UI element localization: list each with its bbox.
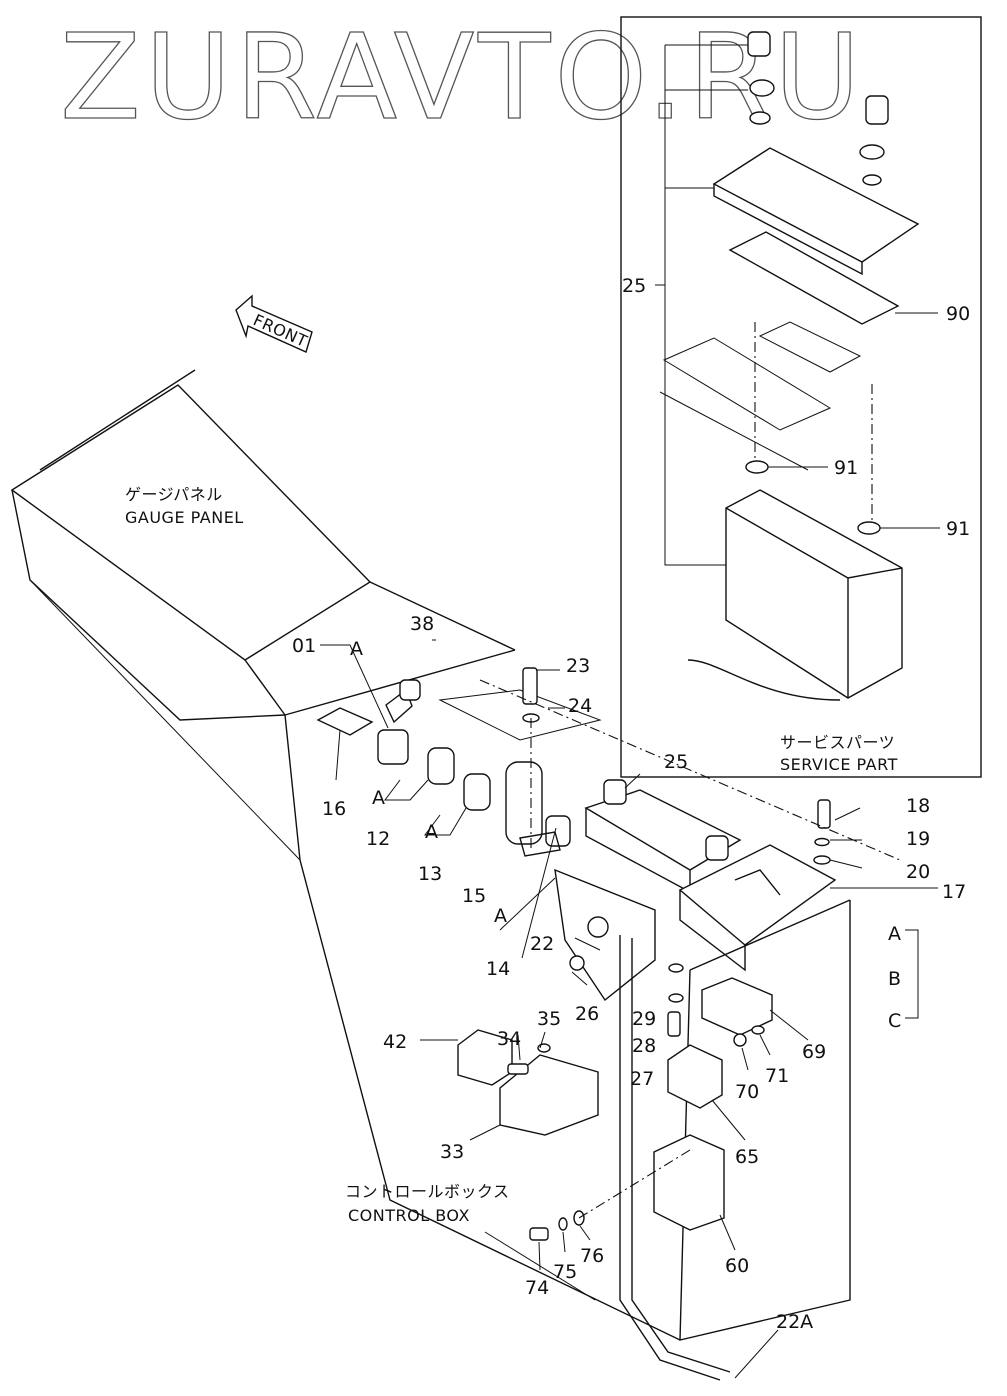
service-part-leaders bbox=[655, 44, 940, 566]
service-part-assembly bbox=[659, 31, 920, 701]
callout-17: 17 bbox=[942, 881, 966, 903]
side-letter-c: C bbox=[888, 1010, 901, 1032]
control-box-caption-en: CONTROL BOX bbox=[348, 1206, 470, 1225]
callout-60: 60 bbox=[725, 1255, 749, 1277]
service-part-caption-en: SERVICE PART bbox=[780, 755, 898, 774]
callout-76: 76 bbox=[580, 1245, 604, 1267]
callout-27: 27 bbox=[630, 1068, 654, 1090]
callout-20: 20 bbox=[906, 861, 930, 883]
gauge-panel-body bbox=[10, 369, 851, 1341]
relay-69 bbox=[701, 977, 773, 1036]
callout-15: 15 bbox=[462, 885, 486, 907]
callout-38: 38 bbox=[410, 613, 434, 635]
control-box-caption-jp: コントロールボックス bbox=[345, 1182, 510, 1201]
callout-12: 12 bbox=[366, 828, 390, 850]
callout-91-upper: 91 bbox=[834, 457, 858, 479]
relay-60 bbox=[653, 1134, 725, 1231]
group-letter-a-1: A bbox=[350, 638, 363, 660]
callout-26: 26 bbox=[575, 1003, 599, 1025]
callout-71: 71 bbox=[765, 1065, 789, 1087]
buzzer-assembly bbox=[505, 761, 571, 857]
key-switch bbox=[316, 679, 421, 765]
side-letter-b: B bbox=[888, 968, 901, 990]
group-letter-a-3: A bbox=[425, 821, 438, 843]
relay-65 bbox=[667, 1044, 723, 1109]
timer-unit bbox=[584, 779, 742, 894]
callout-18: 18 bbox=[906, 795, 930, 817]
callout-13: 13 bbox=[418, 863, 442, 885]
callout-91-lower: 91 bbox=[946, 518, 970, 540]
callout-25-service: 25 bbox=[622, 275, 646, 297]
callout-70: 70 bbox=[735, 1081, 759, 1103]
cover-17 bbox=[678, 844, 837, 972]
callout-75: 75 bbox=[553, 1261, 577, 1283]
group-letter-a-2: A bbox=[372, 787, 385, 809]
callout-22A: 22A bbox=[776, 1311, 813, 1333]
service-part-frame bbox=[620, 16, 982, 778]
callout-35: 35 bbox=[537, 1008, 561, 1030]
callout-24: 24 bbox=[568, 695, 592, 717]
callout-29: 29 bbox=[632, 1008, 656, 1030]
callout-16: 16 bbox=[322, 798, 346, 820]
callout-01: 01 bbox=[292, 635, 316, 657]
group-letter-a-4: A bbox=[494, 905, 507, 927]
callout-19: 19 bbox=[906, 828, 930, 850]
callout-28: 28 bbox=[632, 1035, 656, 1057]
callout-23: 23 bbox=[566, 655, 590, 677]
callout-69: 69 bbox=[802, 1041, 826, 1063]
indicator-buttons bbox=[427, 747, 491, 811]
callout-42: 42 bbox=[383, 1031, 407, 1053]
callout-65: 65 bbox=[735, 1146, 759, 1168]
front-label: FRONT bbox=[250, 310, 310, 351]
callout-34: 34 bbox=[497, 1028, 521, 1050]
callout-25: 25 bbox=[664, 751, 688, 773]
callout-33: 33 bbox=[440, 1141, 464, 1163]
fasteners bbox=[507, 667, 831, 1241]
service-part-caption-jp: サービスパーツ bbox=[780, 733, 895, 752]
front-arrow-icon: FRONT bbox=[235, 294, 313, 353]
gauge-panel-caption-en: GAUGE PANEL bbox=[125, 508, 244, 527]
gauge-panel-caption-jp: ゲージパネル bbox=[125, 485, 223, 504]
side-letter-a: A bbox=[888, 923, 901, 945]
callout-22: 22 bbox=[530, 933, 554, 955]
group-letters: A A A A A B C bbox=[350, 638, 901, 1032]
callout-90: 90 bbox=[946, 303, 970, 325]
callouts: 01 38 16 12 13 14 15 17 18 19 20 22 22A … bbox=[292, 275, 970, 1333]
leader-lines bbox=[320, 639, 938, 1379]
bracket-assembly bbox=[554, 868, 731, 1381]
callout-74: 74 bbox=[525, 1277, 549, 1299]
watermark: ZURAVTO.RU bbox=[60, 8, 864, 146]
callout-14: 14 bbox=[486, 958, 510, 980]
